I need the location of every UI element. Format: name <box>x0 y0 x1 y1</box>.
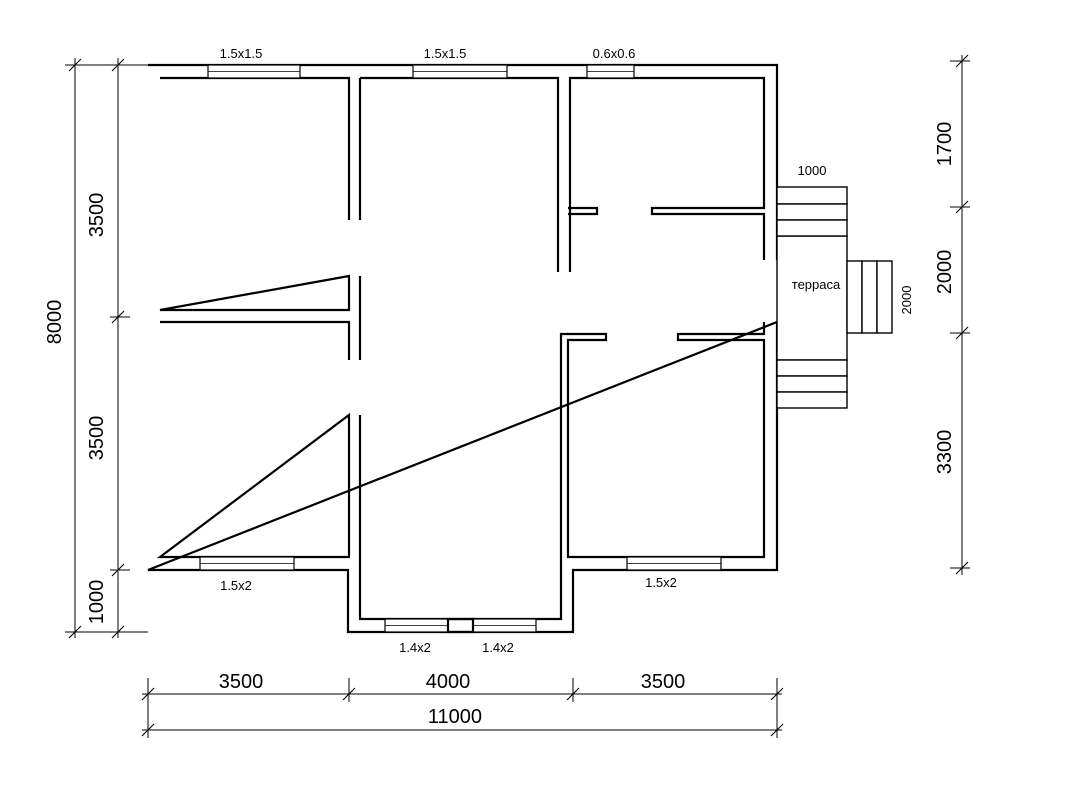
stairs-bottom <box>776 359 848 409</box>
terrace-platform <box>776 235 848 361</box>
window-label-top-center: 1.5x1.5 <box>424 46 467 61</box>
windows <box>199 64 722 634</box>
window-bottom-center-left <box>384 618 449 633</box>
dim-left-overall: 8000 <box>44 300 66 345</box>
window-label-bottom-center-left: 1.4x2 <box>399 640 431 655</box>
window-label-top-right: 0.6x0.6 <box>593 46 636 61</box>
window-top-right <box>586 64 635 79</box>
window-mullion-block <box>446 617 475 634</box>
outer-wall-outline <box>147 63 779 634</box>
dim-bottom-overall: 11000 <box>428 706 482 728</box>
dimension-lines-bottom <box>141 678 784 738</box>
dim-bottom-left: 3500 <box>219 671 264 693</box>
window-label-top-left: 1.5x1.5 <box>220 46 263 61</box>
terrace-label: терраса <box>792 277 841 292</box>
window-top-center <box>412 64 508 79</box>
dim-right-top: 1700 <box>934 122 956 167</box>
terrace-side-step-width: 2000 <box>899 286 914 315</box>
terrace-top-step-width: 1000 <box>798 163 827 178</box>
stairs-side <box>846 260 893 334</box>
window-label-bottom-right: 1.5x2 <box>645 575 677 590</box>
window-label-bottom-left: 1.5x2 <box>220 578 252 593</box>
terrace <box>776 186 893 409</box>
inner-wall-outline-center <box>360 76 766 272</box>
dimension-lines-right <box>950 54 970 575</box>
window-bottom-left <box>199 556 295 571</box>
partition-hall-stub <box>568 206 599 216</box>
inner-wall-outline-left <box>159 76 351 312</box>
dim-right-mid: 2000 <box>934 250 956 295</box>
dim-right-bottom: 3300 <box>934 430 956 475</box>
stairs-top <box>776 186 848 237</box>
dim-left-top: 3500 <box>86 193 108 238</box>
dimension-lines-left <box>65 58 148 639</box>
inner-wall-outline-left-bottom <box>156 320 351 559</box>
exterior-walls <box>147 63 779 634</box>
dim-left-bottom: 1000 <box>86 580 108 625</box>
inner-wall-outline-center-bottom <box>358 78 766 621</box>
dim-bottom-center: 4000 <box>426 671 471 693</box>
window-bottom-right <box>626 556 722 571</box>
window-top-left <box>207 64 301 79</box>
window-bottom-center-right <box>472 618 537 633</box>
window-label-bottom-center-right: 1.4x2 <box>482 640 514 655</box>
dim-bottom-right: 3500 <box>641 671 686 693</box>
dim-left-mid: 3500 <box>86 416 108 461</box>
